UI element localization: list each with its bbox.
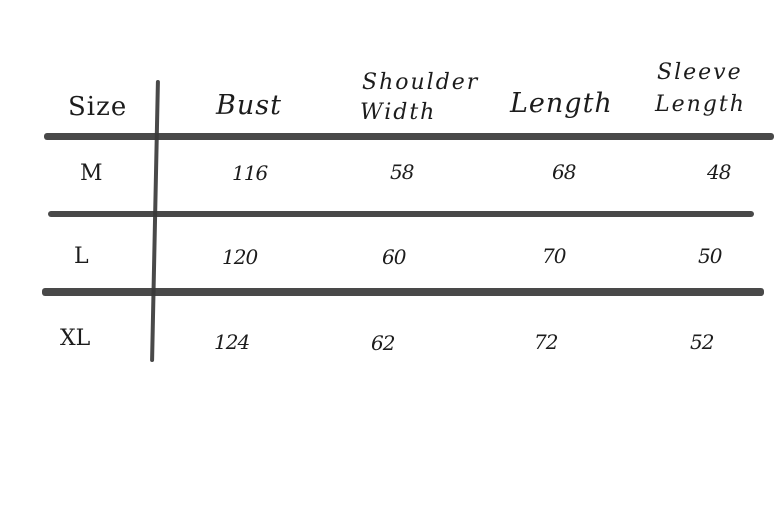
- row-m-bust: 116: [232, 161, 268, 185]
- row-l-sleeve: 50: [698, 244, 722, 268]
- header-length: Length: [510, 88, 613, 119]
- row-m-shoulder: 58: [390, 160, 414, 184]
- row-l-bust: 120: [222, 245, 258, 269]
- row-m-sleeve: 48: [707, 160, 731, 184]
- row-m-length: 68: [552, 160, 576, 184]
- row-l-size: L: [74, 244, 89, 269]
- header-size: Size: [68, 92, 128, 122]
- header-divider: [44, 133, 774, 140]
- row-l-shoulder: 60: [382, 245, 406, 269]
- row-divider-2: [42, 288, 764, 296]
- row-divider-1: [48, 211, 754, 217]
- row-xl-bust: 124: [214, 330, 250, 354]
- header-shoulder-line2: Width: [360, 100, 437, 125]
- row-xl-shoulder: 62: [371, 331, 395, 355]
- header-sleeve-line1: Sleeve: [657, 60, 743, 85]
- header-bust: Bust: [216, 90, 282, 121]
- row-l-length: 70: [542, 244, 566, 268]
- size-column-divider: [150, 79, 160, 363]
- row-xl-sleeve: 52: [690, 330, 714, 354]
- row-m-size: M: [80, 161, 103, 186]
- header-sleeve-line2: Length: [655, 92, 746, 117]
- row-xl-length: 72: [534, 330, 558, 354]
- header-shoulder-line1: Shoulder: [362, 70, 480, 95]
- row-xl-size: XL: [60, 326, 91, 351]
